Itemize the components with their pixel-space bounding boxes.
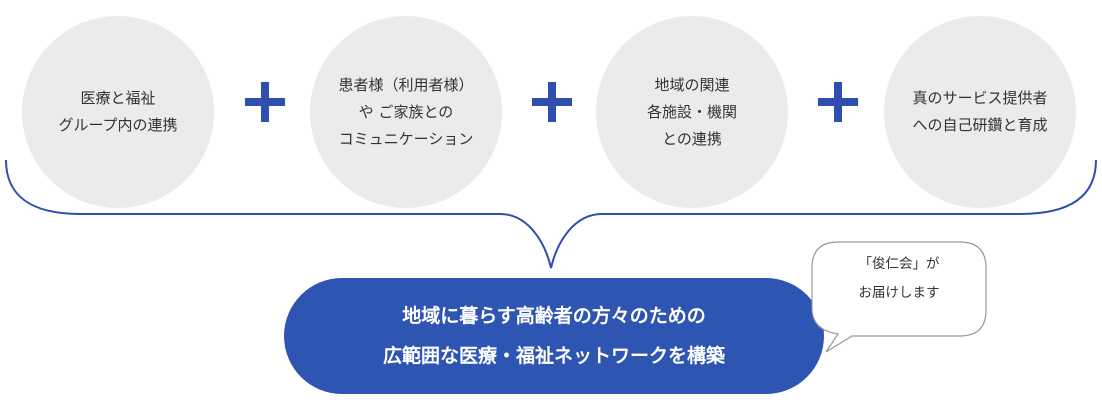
circle-2-line-2: や ご家族との (358, 102, 454, 121)
circle-group-collaboration: 医療と福祉 グループ内の連携 (22, 16, 214, 208)
circle-3-line-2: 各施設・機関 (646, 102, 737, 121)
plus-icon (818, 82, 858, 122)
circle-3-line-1: 地域の関連 (654, 75, 730, 94)
result-line-2: 広範囲な医療・福祉ネットワークを構築 (382, 345, 725, 367)
circle-3-line-3: との連携 (662, 129, 722, 148)
circle-2-line-1: 患者様（利用者様） (338, 75, 474, 94)
plus-icon (245, 82, 285, 122)
circle-2-line-3: コミュニケーション (338, 129, 474, 148)
plus-icon (532, 82, 572, 122)
circle-1-line-1: 医療と福祉 (80, 89, 156, 107)
circle-1-line-2: グループ内の連携 (58, 116, 178, 134)
network-result-pill: 地域に暮らす高齢者の方々のための 広範囲な医療・福祉ネットワークを構築 (284, 278, 824, 394)
bubble-line-2: お届けします (858, 285, 940, 301)
circle-self-development: 真のサービス提供者 への自己研鑽と育成 (884, 16, 1076, 208)
circle-regional-facilities: 地域の関連 各施設・機関 との連携 (596, 16, 788, 208)
bubble-line-1: 「俊仁会」が (858, 256, 940, 272)
speech-bubble-text: 「俊仁会」が お届けします (812, 250, 986, 308)
circle-4-line-1: 真のサービス提供者 (912, 89, 1048, 107)
circle-4-line-2: への自己研鑽と育成 (912, 116, 1048, 134)
result-line-1: 地域に暮らす高齢者の方々のための (402, 305, 706, 327)
circle-patient-communication: 患者様（利用者様） や ご家族との コミュニケーション (310, 16, 502, 208)
